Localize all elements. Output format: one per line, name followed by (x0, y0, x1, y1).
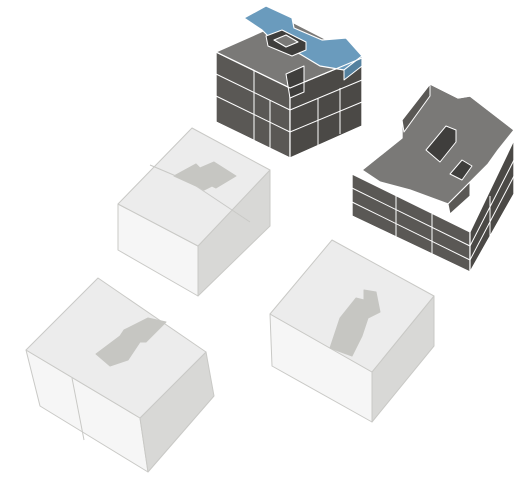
zigzag-cut (329, 289, 381, 357)
terrace-step (447, 181, 471, 215)
roof-void (449, 159, 473, 181)
roof-void (425, 125, 457, 163)
white-cube-top-face (117, 127, 271, 247)
dark-module-blue-top (215, 5, 363, 159)
split-line (195, 185, 251, 223)
white-cube-2 (25, 277, 215, 473)
zigzag-cut (173, 161, 237, 191)
split-line (71, 377, 85, 441)
roof-notch (285, 65, 305, 99)
zigzag-cut (95, 317, 167, 367)
dark-module-grey-top (351, 83, 515, 273)
roof-step (273, 34, 299, 48)
floor-lines (215, 70, 363, 148)
white-cube-1 (117, 127, 271, 297)
white-cube-3 (269, 239, 435, 423)
floor-lines (351, 159, 515, 261)
